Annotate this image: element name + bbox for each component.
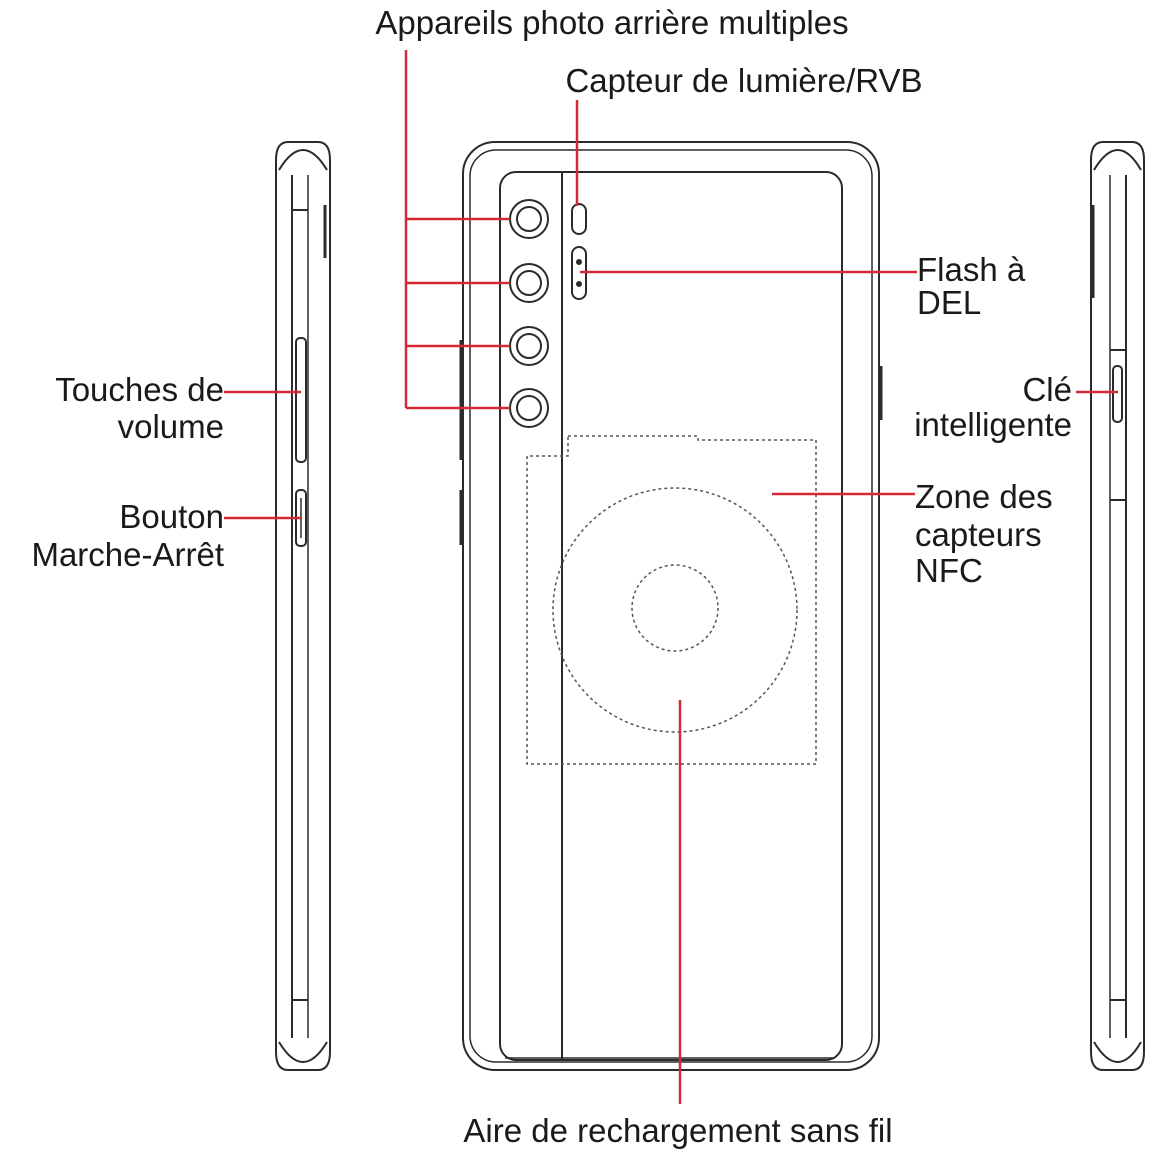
wireless-charging-coil bbox=[552, 487, 798, 733]
charging-coil-inner bbox=[631, 564, 719, 652]
camera-4 bbox=[509, 388, 549, 428]
label-nfc-line1: Zone des bbox=[915, 478, 1053, 515]
rear-panel bbox=[499, 171, 843, 1061]
label-nfc-line2: capteurs bbox=[915, 516, 1042, 553]
left-side-view bbox=[275, 141, 331, 1071]
back-view bbox=[459, 141, 883, 1071]
leader-lines bbox=[224, 50, 1118, 1104]
camera-3 bbox=[509, 326, 549, 366]
right-side-top-curve bbox=[1093, 149, 1142, 171]
left-side-top-curve bbox=[278, 149, 328, 171]
charging-coil-outer bbox=[552, 487, 798, 733]
label-smart-key-line1: Clé bbox=[1022, 371, 1072, 408]
label-smart-key-line2: intelligente bbox=[914, 406, 1072, 443]
label-volume-line2: volume bbox=[118, 408, 224, 445]
phone-back-inner-outline bbox=[469, 149, 873, 1063]
leader-rear-cameras bbox=[404, 50, 510, 410]
led-flash-dot-1 bbox=[576, 259, 582, 265]
label-power-line2: Marche-Arrêt bbox=[31, 536, 224, 573]
label-volume-line1: Touches de bbox=[55, 371, 224, 408]
light-sensor bbox=[571, 203, 587, 235]
label-flash-line2: DEL bbox=[917, 284, 981, 321]
label-rear-cameras: Appareils photo arrière multiples bbox=[375, 4, 848, 41]
smart-key bbox=[1112, 365, 1123, 423]
nfc-zone bbox=[526, 435, 817, 765]
label-power-line1: Bouton bbox=[119, 498, 224, 535]
right-side-bottom-curve bbox=[1093, 1041, 1142, 1063]
left-side-outline bbox=[275, 141, 331, 1071]
left-side-bottom-curve bbox=[278, 1041, 328, 1063]
labels: Appareils photo arrière multiples Capteu… bbox=[31, 4, 1072, 1149]
label-nfc-line3: NFC bbox=[915, 552, 983, 589]
label-light-sensor: Capteur de lumière/RVB bbox=[565, 62, 922, 99]
nfc-zone-outline bbox=[526, 435, 817, 765]
label-flash-line1: Flash à bbox=[917, 251, 1026, 288]
right-side-view bbox=[1090, 141, 1145, 1071]
volume-keys bbox=[295, 337, 307, 463]
label-wireless-charging: Aire de rechargement sans fil bbox=[463, 1112, 892, 1149]
led-flash-dot-2 bbox=[576, 281, 582, 287]
camera-2 bbox=[509, 263, 549, 303]
camera-1 bbox=[509, 199, 549, 239]
right-side-outline bbox=[1090, 141, 1145, 1071]
phone-back-outline bbox=[462, 141, 880, 1071]
